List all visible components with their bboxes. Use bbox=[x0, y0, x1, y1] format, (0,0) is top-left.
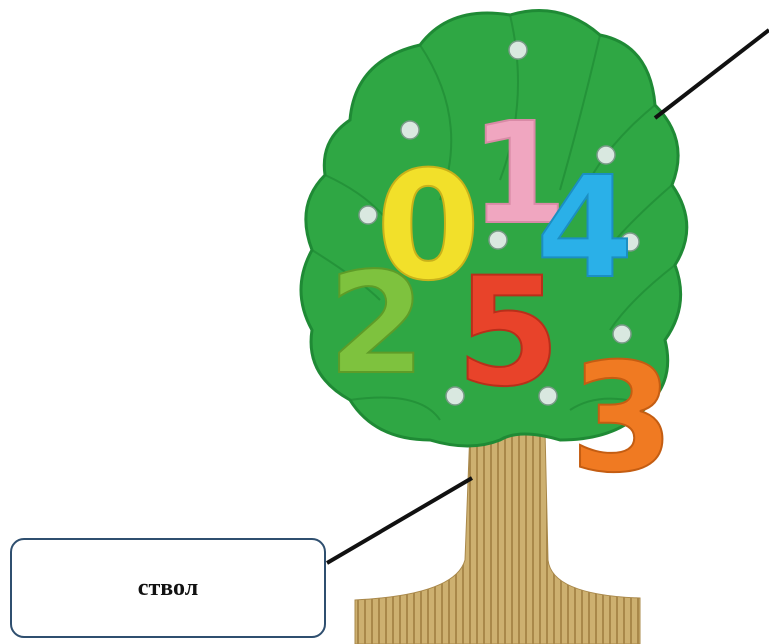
trunk-label: ствол bbox=[137, 574, 199, 601]
digit-1: 1 bbox=[470, 93, 567, 256]
trunk-label-box: ствол bbox=[10, 538, 326, 638]
pointer-line-trunk bbox=[325, 476, 474, 565]
tree-trunk bbox=[354, 429, 641, 644]
digit-4: 4 bbox=[536, 147, 633, 310]
pointer-line-crown bbox=[653, 28, 769, 120]
digit-3: 3 bbox=[570, 332, 674, 506]
digit-0: 0 bbox=[376, 140, 480, 314]
digit-2: 2 bbox=[328, 243, 425, 406]
pegs bbox=[358, 40, 640, 406]
tree-crown bbox=[299, 9, 689, 448]
digit-5: 5 bbox=[456, 246, 560, 420]
